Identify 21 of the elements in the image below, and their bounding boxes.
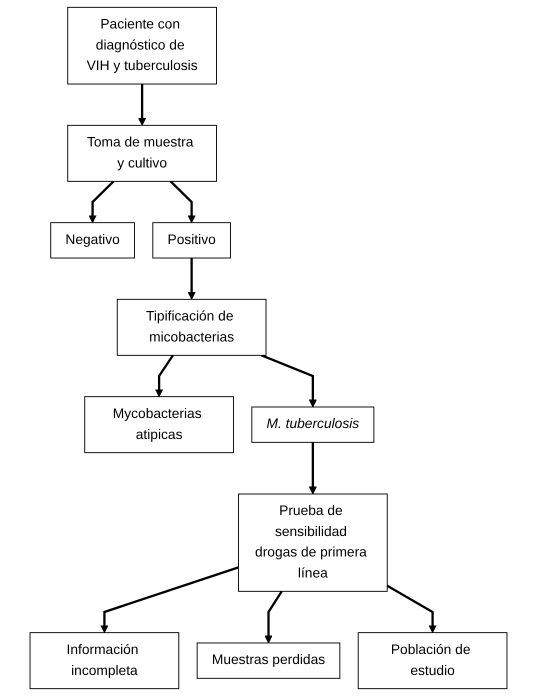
node-box: Mycobacterias atipicas [84, 396, 234, 454]
arrow [100, 566, 239, 633]
arrow [170, 180, 196, 224]
node-box: Negativo [50, 222, 135, 258]
arrow [260, 354, 317, 408]
node-box: Muestras perdidas [196, 642, 340, 679]
node-box: Positivo [152, 222, 231, 258]
arrow [88, 180, 114, 224]
node-box: Población de estudio [358, 632, 508, 690]
node-box: Paciente con diagnóstico de VIH y tuberculosis [67, 6, 217, 84]
node-box: Toma de muestra y cultivo [67, 124, 217, 182]
arrow [264, 590, 283, 644]
node-box: Información incompleta [30, 632, 180, 690]
node-box: Prueba de sensibilidad drogas de primera línea [238, 494, 388, 592]
arrow [138, 84, 146, 126]
arrow [308, 442, 317, 494]
node-box: M. tuberculosis [251, 406, 374, 443]
arrow [155, 354, 174, 398]
node-box: Tipificación de micobacterias [116, 298, 266, 356]
arrow [188, 258, 196, 300]
arrow [386, 584, 437, 633]
